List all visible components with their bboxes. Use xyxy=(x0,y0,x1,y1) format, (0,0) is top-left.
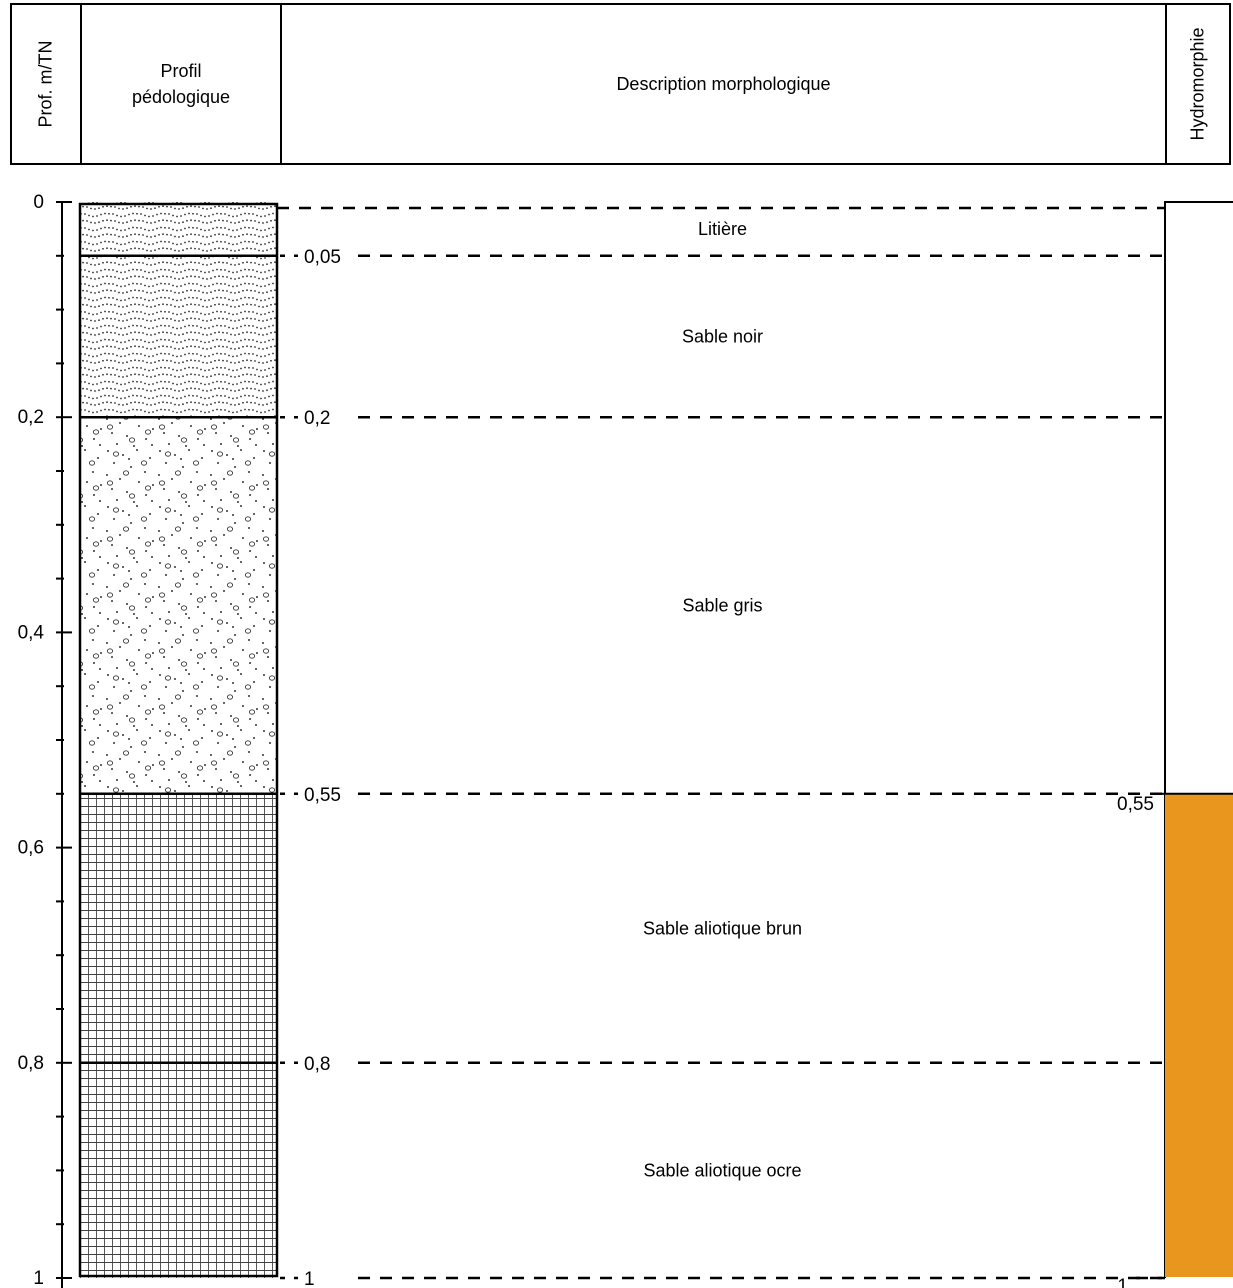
description-header-label: Description morphologique xyxy=(616,74,831,94)
profile-outline xyxy=(78,202,279,1278)
depth-tick-label: 0,6 xyxy=(18,838,44,859)
boundary-depth-label: 0,05 xyxy=(304,247,341,268)
horizon-fill-dots-circles xyxy=(80,417,277,794)
description-column-header: Description morphologique xyxy=(282,5,1167,163)
boundary-guides: 0,05 0,2 0,55 0,8 1 xyxy=(277,206,1165,1288)
boundary-depth-label: 1 xyxy=(304,1269,315,1288)
horizon-fill-grid xyxy=(80,1062,277,1278)
depth-column-header: Prof. m/TN xyxy=(12,5,82,163)
depth-tick-label: 0,2 xyxy=(18,407,44,428)
boundary-depth-label: 0,2 xyxy=(304,408,330,429)
depth-tick-label: 0,4 xyxy=(18,622,45,643)
horizon-fill-wavy-dots xyxy=(80,255,277,418)
horizon-description: Litière xyxy=(698,219,747,239)
boundary-depth-label: 0,8 xyxy=(304,1054,330,1075)
hydromorphy-end-label: 1 xyxy=(1117,1276,1128,1288)
hydromorphy-start-label: 0,55 xyxy=(1117,794,1154,815)
depth-tick-label: 0 xyxy=(33,192,44,213)
table-header: Prof. m/TN Profil pédologique Descriptio… xyxy=(10,3,1231,165)
horizon-fill-wavy-dots xyxy=(80,202,277,256)
horizon-description: Sable noir xyxy=(682,327,763,347)
depth-axis: 0 0,2 0,4 0,6 0,8 1 xyxy=(18,192,72,1288)
profile-column-header: Profil pédologique xyxy=(82,5,282,163)
horizon-fill-grid xyxy=(80,793,277,1063)
depth-tick-label: 0,8 xyxy=(18,1053,44,1074)
boundary-depth-label: 0,55 xyxy=(304,785,341,806)
profile-header-label: Profil pédologique xyxy=(82,58,280,110)
horizon-description: Sable aliotique brun xyxy=(643,918,802,938)
horizon-description: Sable aliotique ocre xyxy=(643,1160,801,1180)
profile-header-line1: Profil xyxy=(160,61,202,81)
hydromorphy-bar xyxy=(1165,793,1233,1277)
horizon-description: Sable gris xyxy=(682,596,762,616)
depth-tick-label: 1 xyxy=(33,1268,44,1288)
profile-column xyxy=(78,202,279,1278)
hydromorphy-column: 0,55 1 xyxy=(1117,201,1233,1288)
profile-header-line2: pédologique xyxy=(131,87,231,107)
